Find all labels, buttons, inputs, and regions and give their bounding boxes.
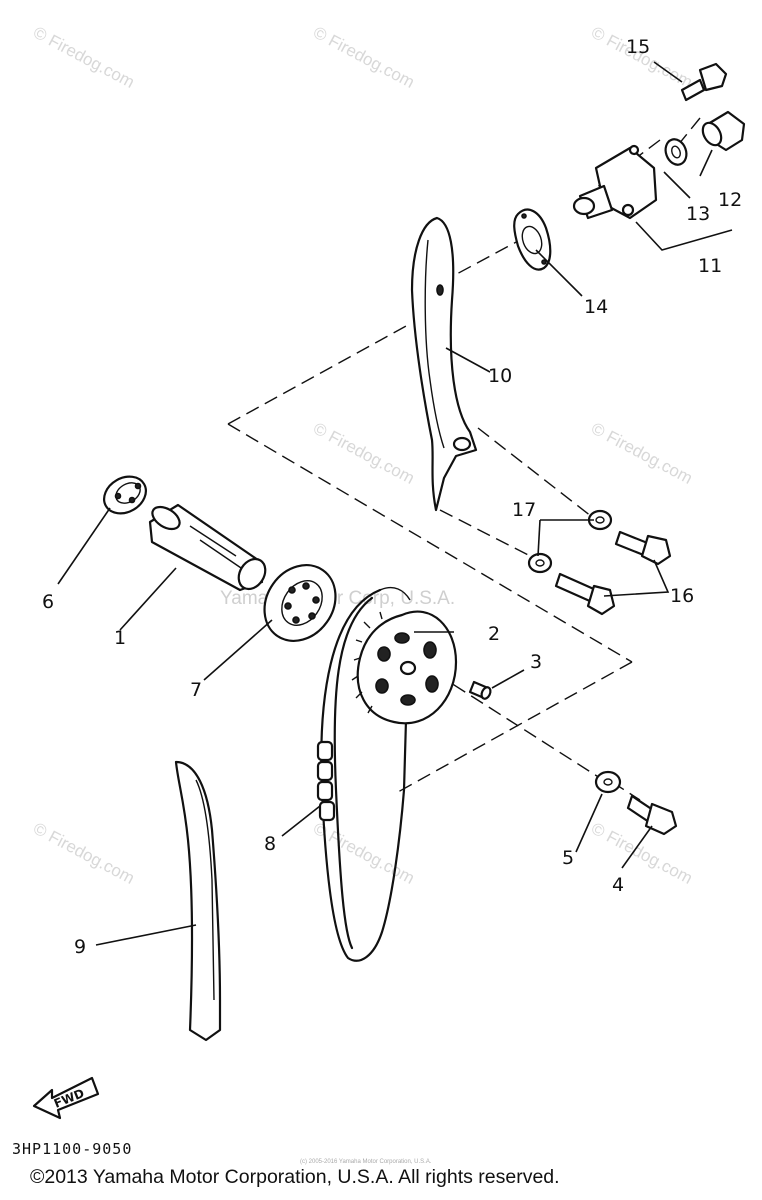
watermark: © Firedog.com bbox=[30, 23, 138, 92]
cam-sprocket bbox=[351, 610, 458, 725]
watermark-center: Yamaha Motor Corp, U.S.A. bbox=[220, 588, 455, 609]
callout-17: 17 bbox=[512, 499, 536, 521]
callout-13: 13 bbox=[686, 203, 710, 225]
callout-10: 10 bbox=[488, 365, 512, 387]
tensioner-gasket bbox=[664, 138, 688, 166]
callout-12: 12 bbox=[718, 189, 742, 211]
bolt-sprocket bbox=[626, 794, 678, 836]
fwd-arrow: FWD bbox=[32, 1076, 100, 1120]
drawing-code: 3HP1100-9050 bbox=[12, 1140, 133, 1158]
callout-9: 9 bbox=[74, 936, 86, 958]
tensioner-cap-bolt bbox=[701, 110, 746, 152]
callout-1: 1 bbox=[114, 627, 126, 649]
callout-2: 2 bbox=[488, 623, 500, 645]
tiny-copyright-note: (c) 2005-2016 Yamaha Motor Corporation, … bbox=[300, 1159, 432, 1165]
callout-11: 11 bbox=[698, 255, 722, 277]
callout-5: 5 bbox=[562, 847, 574, 869]
cam-chain-tensioner bbox=[572, 144, 658, 220]
chain-guide-lower bbox=[174, 760, 222, 1042]
bearing-left bbox=[103, 475, 147, 515]
callout-15: 15 bbox=[626, 36, 650, 58]
watermark: © Firedog.com bbox=[310, 419, 418, 488]
camshaft bbox=[148, 503, 267, 592]
callout-numbers: 1 2 3 4 5 6 7 8 9 10 11 12 13 14 15 16 1… bbox=[42, 36, 742, 958]
watermark: © Firedog.com bbox=[588, 419, 696, 488]
copyright-notice: ©2013 Yamaha Motor Corporation, U.S.A. A… bbox=[30, 1166, 560, 1188]
watermark: © Firedog.com bbox=[30, 819, 138, 888]
watermarks: © Firedog.com © Firedog.com © Firedog.co… bbox=[30, 23, 696, 888]
watermark: © Firedog.com bbox=[588, 819, 696, 888]
assembly-lines bbox=[227, 117, 701, 801]
callout-3: 3 bbox=[530, 651, 542, 673]
guide-bolts bbox=[554, 530, 672, 616]
dowel-pin bbox=[468, 680, 492, 700]
callout-8: 8 bbox=[264, 833, 276, 855]
callout-16: 16 bbox=[670, 585, 694, 607]
tensioner-bolt bbox=[680, 62, 728, 102]
callout-7: 7 bbox=[190, 679, 202, 701]
washer-sprocket bbox=[594, 770, 622, 794]
callout-6: 6 bbox=[42, 591, 54, 613]
guide-washers bbox=[527, 509, 613, 574]
gasket bbox=[513, 208, 552, 271]
bearing-right bbox=[263, 564, 337, 642]
chain-guide-upper bbox=[410, 216, 478, 512]
callout-4: 4 bbox=[612, 874, 624, 896]
callout-14: 14 bbox=[584, 296, 608, 318]
cam-chain bbox=[316, 586, 411, 962]
leader-lines bbox=[57, 61, 733, 946]
watermark: © Firedog.com bbox=[310, 23, 418, 92]
